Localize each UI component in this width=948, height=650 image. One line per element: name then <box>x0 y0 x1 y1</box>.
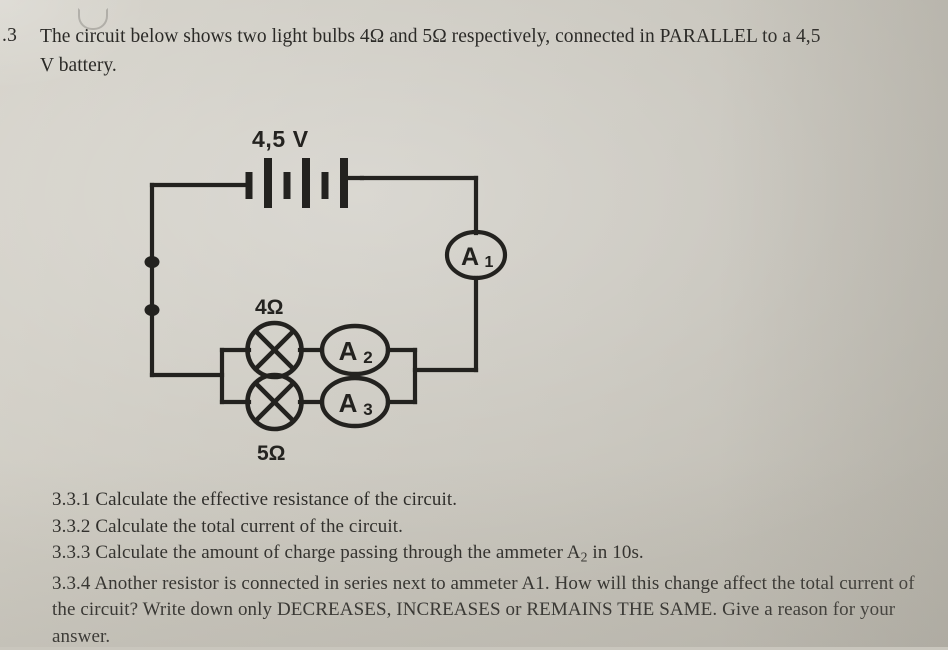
subquestion-3-3-1-number: 3.3.1 <box>52 489 91 510</box>
subquestion-3-3-4: 3.3.4 Another resistor is connected in s… <box>52 571 932 650</box>
lamp-bottom-resistance-label: 5Ω <box>257 442 286 465</box>
ammeter-a1-letter: A <box>461 243 479 271</box>
battery-voltage-label: 4,5 V <box>252 126 309 152</box>
lamp-bottom-outline <box>245 372 304 432</box>
ammeter-a1-symbol: A 1 <box>444 229 508 281</box>
ammeter-a1-subscript: 1 <box>485 254 494 271</box>
junction-dot-upper <box>144 256 160 268</box>
subquestion-3-3-3-text-after: in 10s. <box>587 542 644 563</box>
battery-symbol <box>245 158 364 208</box>
ammeter-a3-symbol: A 3 <box>319 375 391 429</box>
subquestion-3-3-3-subscript: 2 <box>580 549 588 565</box>
question-stem: .3 The circuit below shows two light bul… <box>0 8 948 80</box>
subquestion-3-3-2-number: 3.3.2 <box>52 515 91 537</box>
subquestion-3-3-2-text: Calculate the total current of the circu… <box>95 515 404 537</box>
circuit-schematic-svg: A 1 A 2 <box>144 158 508 432</box>
ammeter-a3-outline <box>319 375 391 429</box>
subquestion-3-3-3-number: 3.3.3 <box>52 542 91 563</box>
question-stem-line-2: V battery. <box>40 55 117 76</box>
lamp-bottom-symbol <box>245 372 304 432</box>
question-stem-line-1: The circuit below shows two light bulbs … <box>40 26 821 47</box>
ammeter-a2-letter: A <box>339 336 358 366</box>
question-stem-row: .3 The circuit below shows two light bul… <box>0 22 948 80</box>
subquestion-3-3-4-number: 3.3.4 <box>52 572 91 594</box>
subquestion-3-3-1-text: Calculate the effective resistance of th… <box>95 489 458 510</box>
ammeter-a3-subscript: 3 <box>363 400 372 419</box>
ammeter-a3-letter: A <box>339 388 358 418</box>
subquestion-3-3-3-text-before: Calculate the amount of charge passing t… <box>95 542 581 563</box>
subquestion-3-3-2: 3.3.2 Calculate the total current of the… <box>52 514 932 541</box>
subquestion-3-3-1: 3.3.1 Calculate the effective resistance… <box>52 487 932 514</box>
lamp-bottom-cross-b <box>253 381 296 423</box>
lamp-top-symbol <box>245 320 304 380</box>
question-stem-body: The circuit below shows two light bulbs … <box>40 22 948 80</box>
junction-dots <box>144 256 160 316</box>
ammeter-a1-outline <box>444 229 508 281</box>
question-number: .3 <box>2 25 18 46</box>
subquestion-3-3-3: 3.3.3 Calculate the amount of charge pas… <box>52 540 932 571</box>
lamp-top-cross-b <box>253 329 296 371</box>
cut-off-mark-icon <box>78 8 108 30</box>
ammeter-a2-outline <box>319 323 391 377</box>
subquestion-3-3-4-text: Another resistor is connected in series … <box>52 572 915 647</box>
ammeter-a2-symbol: A 2 <box>319 323 391 377</box>
lamp-top-resistance-label: 4Ω <box>255 296 284 319</box>
circuit-diagram: A 1 A 2 <box>0 110 620 480</box>
ammeter-a2-subscript: 2 <box>363 348 372 367</box>
junction-dot-lower <box>144 304 160 316</box>
subquestion-list: 3.3.1 Calculate the effective resistance… <box>52 487 932 650</box>
